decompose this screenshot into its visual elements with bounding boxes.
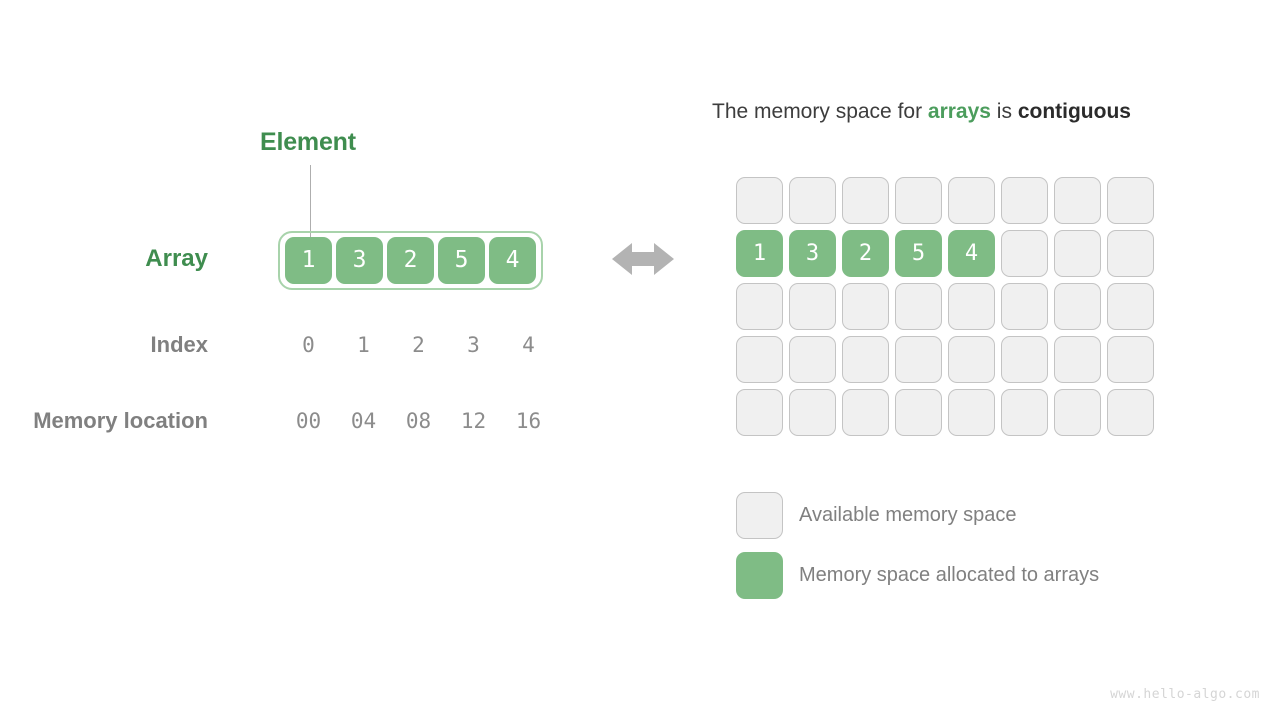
memory-location-value-row: 00 04 08 12 16 (283, 409, 554, 433)
memory-cell-free (842, 336, 889, 383)
memory-cell-free (948, 336, 995, 383)
double-headed-arrow-icon (612, 243, 674, 275)
memory-cell-free (1107, 177, 1154, 224)
legend-swatch-free (736, 492, 783, 539)
memory-cell-free (736, 389, 783, 436)
array-cell: 5 (438, 237, 485, 284)
memory-cell-free (1054, 336, 1101, 383)
memory-cell-allocated: 2 (842, 230, 889, 277)
memory-location-value: 08 (405, 409, 432, 433)
memory-cell-free (1107, 230, 1154, 277)
memory-grid-row (736, 336, 1154, 383)
memory-cell-free (789, 336, 836, 383)
memory-cell-free (1001, 336, 1048, 383)
legend-label: Available memory space (799, 504, 1017, 526)
memory-cell-free (1001, 230, 1048, 277)
memory-location-value: 00 (295, 409, 322, 433)
index-value: 3 (467, 333, 480, 357)
memory-cell-free (1054, 177, 1101, 224)
memory-cell-allocated: 4 (948, 230, 995, 277)
array-row-label: Array (145, 245, 208, 272)
memory-cell-free (736, 283, 783, 330)
memory-cell-free (789, 283, 836, 330)
memory-cell-free (948, 177, 995, 224)
memory-grid-row (736, 177, 1154, 224)
index-value: 1 (357, 333, 370, 357)
memory-location-row-label: Memory location (33, 408, 208, 433)
index-value: 0 (302, 333, 315, 357)
memory-cell-free (842, 283, 889, 330)
title-keyword-arrays: arrays (927, 100, 991, 123)
legend-swatch-used (736, 552, 783, 599)
array-cell: 2 (387, 237, 434, 284)
memory-cell-free (736, 177, 783, 224)
array-cell: 4 (489, 237, 536, 284)
memory-cell-free (1054, 389, 1101, 436)
memory-cell-allocated: 1 (736, 230, 783, 277)
memory-layout-panel: The memory space for arrays is contiguou… (700, 0, 1280, 720)
memory-cell-free (1054, 230, 1101, 277)
memory-cell-free (789, 177, 836, 224)
legend-label: Memory space allocated to arrays (799, 564, 1100, 586)
index-row-label: Index (150, 332, 208, 357)
memory-cell-free (842, 389, 889, 436)
memory-cell-free (948, 389, 995, 436)
memory-location-value: 12 (460, 409, 487, 433)
memory-cell-free (1001, 389, 1048, 436)
memory-cell-free (1054, 283, 1101, 330)
memory-grid-row (736, 283, 1154, 330)
memory-location-value: 04 (350, 409, 377, 433)
index-value-row: 0 1 2 3 4 (283, 333, 554, 357)
index-value: 2 (412, 333, 425, 357)
memory-cell-free (895, 336, 942, 383)
memory-cell-free (1001, 283, 1048, 330)
memory-cell-free (895, 389, 942, 436)
memory-cell-free (842, 177, 889, 224)
watermark: www.hello-algo.com (1110, 687, 1260, 702)
element-callout-label: Element (260, 128, 356, 156)
memory-cell-free (1001, 177, 1048, 224)
title-part-2: is (990, 100, 1018, 123)
element-callout-connector-line (310, 165, 311, 237)
array-cell: 1 (285, 237, 332, 284)
legend-item: Memory space allocated to arrays (736, 552, 1099, 599)
memory-cell-allocated: 3 (789, 230, 836, 277)
memory-cell-free (948, 283, 995, 330)
memory-cell-free (1107, 283, 1154, 330)
index-value: 4 (522, 333, 535, 357)
title-part-1: The memory space for (712, 100, 928, 123)
memory-cell-free (895, 283, 942, 330)
memory-grid-row (736, 389, 1154, 436)
memory-cell-free (895, 177, 942, 224)
memory-cell-free (789, 389, 836, 436)
title-keyword-contiguous: contiguous (1017, 100, 1131, 123)
memory-cell-free (1107, 389, 1154, 436)
memory-cell-free (736, 336, 783, 383)
array-cell: 3 (336, 237, 383, 284)
memory-cell-free (1107, 336, 1154, 383)
legend-item: Available memory space (736, 492, 1099, 539)
memory-panel-title: The memory space for arrays is contiguou… (712, 100, 1131, 124)
memory-location-value: 16 (515, 409, 542, 433)
memory-cell-allocated: 5 (895, 230, 942, 277)
